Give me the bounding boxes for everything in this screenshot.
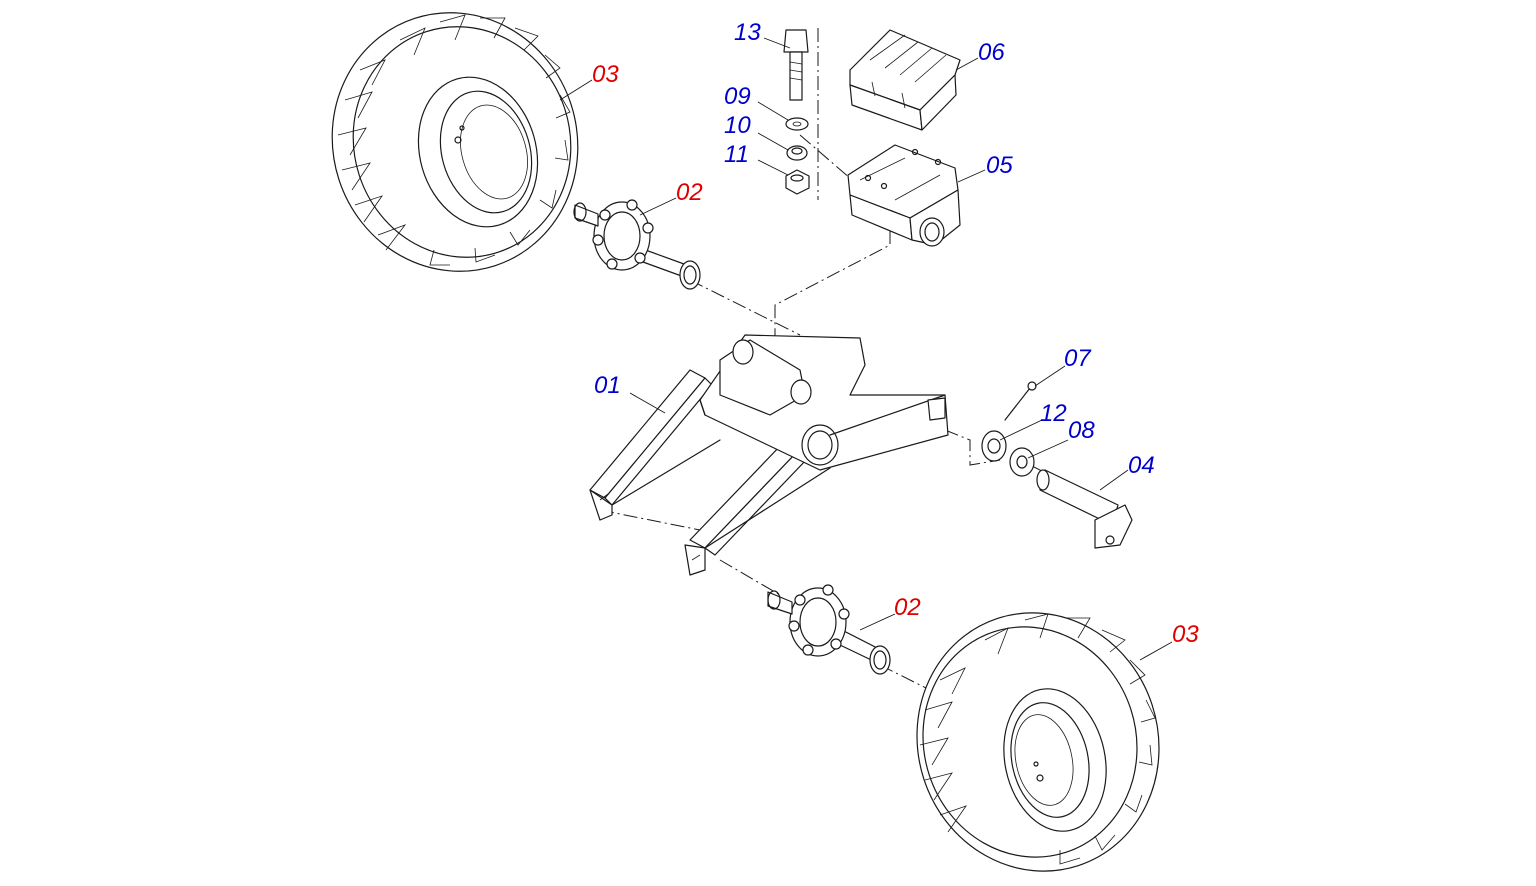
label-10: 10 [724, 112, 751, 139]
label-11: 11 [724, 141, 749, 168]
label-06: 06 [978, 39, 1005, 66]
label-03-top: 03 [592, 61, 619, 88]
label-03-bottom: 03 [1172, 621, 1199, 648]
pivot-pin-assembly [981, 381, 1133, 549]
bolt-and-fasteners [783, 29, 810, 195]
wheel-bottom-right [916, 612, 1160, 872]
main-frame [589, 334, 949, 576]
label-08: 08 [1068, 417, 1095, 444]
hub-bottom [767, 584, 891, 675]
label-05: 05 [986, 152, 1013, 179]
callout-labels: 03 02 13 09 10 11 06 05 01 07 12 08 04 0… [592, 19, 1199, 648]
label-07: 07 [1064, 345, 1092, 372]
label-04: 04 [1128, 452, 1155, 479]
label-09: 09 [724, 83, 751, 110]
label-12: 12 [1040, 400, 1067, 427]
hub-top [573, 199, 701, 290]
label-13: 13 [734, 19, 761, 46]
leader-lines [559, 37, 1173, 661]
pivot-bracket [847, 144, 961, 247]
label-02-top: 02 [676, 179, 703, 206]
label-02-bottom: 02 [894, 594, 921, 621]
label-01: 01 [594, 372, 621, 399]
wheel-top-left [331, 12, 579, 272]
clamp-block [849, 29, 961, 131]
